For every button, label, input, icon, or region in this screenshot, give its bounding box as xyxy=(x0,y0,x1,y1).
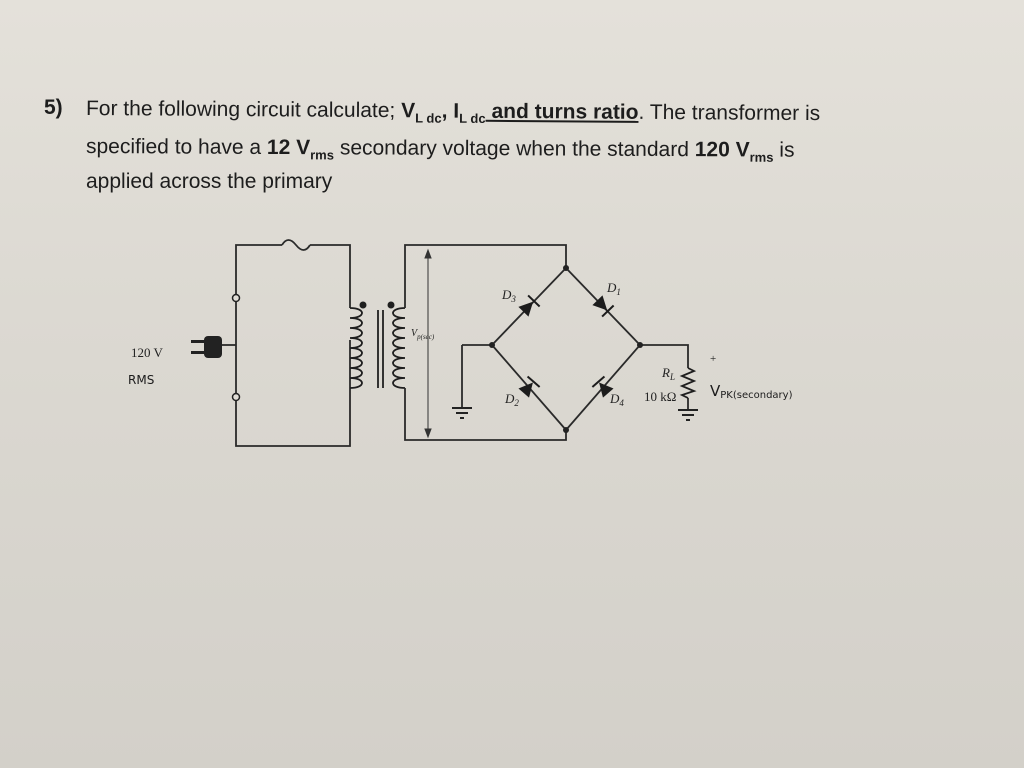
d2-label: D2 xyxy=(504,391,519,408)
vsec-label: Vp(sec) xyxy=(411,328,435,341)
node-left xyxy=(489,342,495,348)
plug-icon xyxy=(191,336,222,358)
d1-label: D1 xyxy=(606,280,621,297)
question-number: 5) xyxy=(44,96,63,119)
diode-d4-icon xyxy=(591,375,614,398)
handwritten-rms: RMS xyxy=(128,373,154,387)
diode-d1-icon xyxy=(592,295,615,318)
secondary-wiring xyxy=(404,244,689,441)
node-bottom xyxy=(563,427,569,433)
rl-value: 10 kΩ xyxy=(644,389,676,404)
node-top xyxy=(563,265,569,271)
terminal-bottom xyxy=(231,392,241,402)
polarity-dot-secondary xyxy=(387,301,395,309)
terminal-top xyxy=(231,293,241,303)
d3-label: D3 xyxy=(501,287,516,304)
question-line-3: applied across the primary xyxy=(86,170,333,193)
ground-icon-load xyxy=(678,409,698,421)
ground-icon-secondary xyxy=(452,407,472,419)
fuse-symbol xyxy=(281,239,311,251)
rl-label: RL xyxy=(661,365,675,382)
diode-d2-icon xyxy=(518,375,541,398)
load-plus: + xyxy=(710,353,716,365)
diode-d3-icon xyxy=(518,294,541,317)
transformer-symbol xyxy=(349,307,406,389)
d4-label: D4 xyxy=(609,391,624,408)
handwritten-vout: VPK(secondary) xyxy=(710,382,793,401)
vsec-arrow xyxy=(424,248,432,439)
load-resistor-icon xyxy=(679,367,697,399)
polarity-dot-primary xyxy=(359,301,367,309)
primary-wiring xyxy=(222,239,351,447)
node-right xyxy=(637,342,643,348)
source-voltage-label: 120 V xyxy=(131,345,164,360)
